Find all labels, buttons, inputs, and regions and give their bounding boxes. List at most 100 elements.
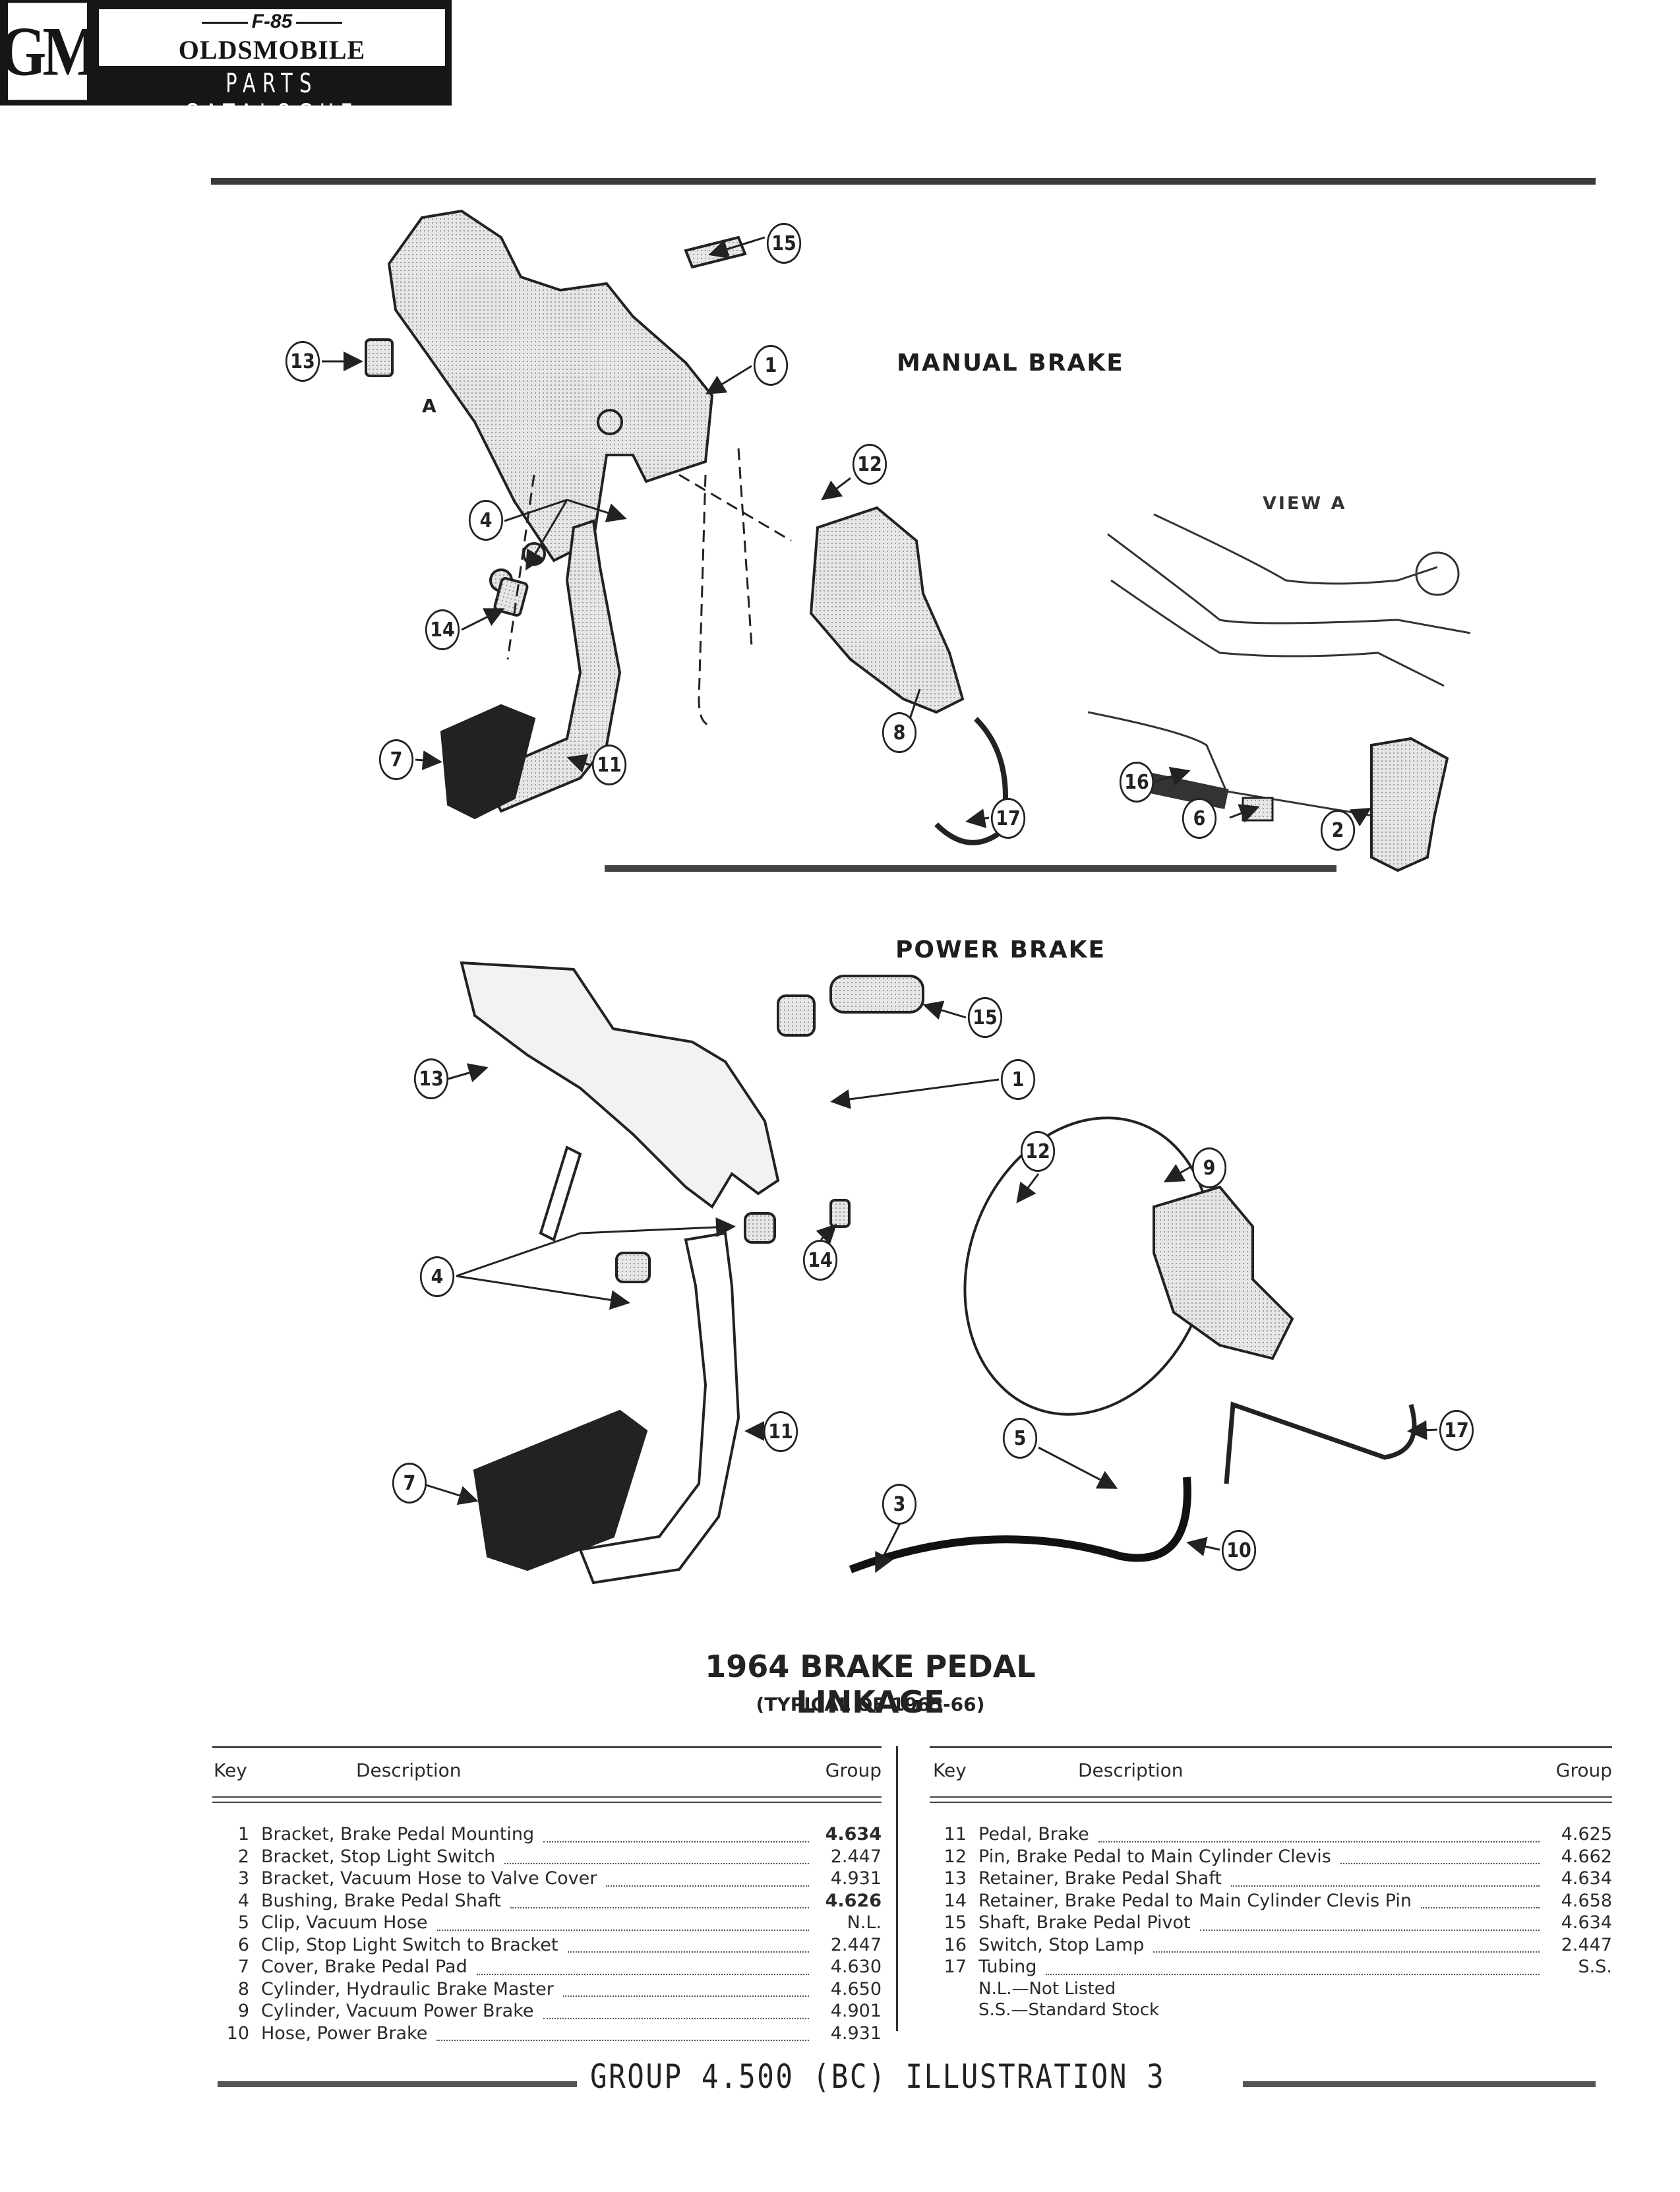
header-rule — [212, 1796, 882, 1798]
illustration-title: 1964 BRAKE PEDAL LINKAGE — [705, 1649, 1036, 1720]
table-row: 13 Retainer, Brake Pedal Shaft 4.634 — [930, 1868, 1612, 1891]
part-key: 5 — [237, 1912, 249, 1933]
part-group: 2.447 — [830, 1934, 882, 1955]
callout-power-10: 10 — [1221, 1530, 1257, 1571]
part-description: Bushing, Brake Pedal Shaft — [261, 1890, 501, 1911]
manual-brake-drawing — [365, 209, 1008, 845]
callout-view-a-6: 6 — [1182, 798, 1217, 839]
callout-manual-12: 12 — [852, 444, 887, 485]
col-description: Description — [1078, 1759, 1184, 1781]
header-rule — [930, 1796, 1612, 1798]
dot-leader — [436, 1924, 809, 1931]
brand-name: OLDSMOBILE — [178, 35, 366, 65]
part-group: 4.634 — [825, 1824, 882, 1844]
part-description: Clip, Vacuum Hose — [261, 1912, 428, 1933]
part-description: Bracket, Vacuum Hose to Valve Cover — [261, 1868, 597, 1889]
section-divider — [605, 865, 1336, 872]
part-key: 6 — [237, 1934, 249, 1955]
brand-panel: F-85 OLDSMOBILE — [99, 9, 445, 66]
part-key: 3 — [237, 1868, 249, 1889]
part-key: 2 — [237, 1846, 249, 1867]
dot-leader — [1046, 1968, 1540, 1975]
part-key: 14 — [944, 1890, 967, 1911]
part-group: 2.447 — [1561, 1934, 1612, 1955]
catalogue-header-logo: GM F-85 OLDSMOBILE PARTS CATALOGUE — [0, 0, 452, 129]
part-description: Retainer, Brake Pedal Shaft — [978, 1868, 1222, 1889]
part-key: 12 — [944, 1846, 967, 1867]
part-description: Pin, Brake Pedal to Main Cylinder Clevis — [978, 1846, 1331, 1867]
dot-leader — [1340, 1858, 1540, 1865]
gm-logo: GM — [0, 3, 100, 100]
view-a-label: VIEW A — [1263, 493, 1347, 514]
part-group: 2.447 — [830, 1846, 882, 1867]
footer-group-illustration: GROUP 4.500 (BC) ILLUSTRATION 3 — [590, 2057, 1166, 2096]
callout-power-17: 17 — [1439, 1410, 1474, 1451]
dot-leader — [567, 1946, 809, 1953]
part-group: 4.634 — [1561, 1868, 1612, 1889]
part-group: 4.901 — [830, 2001, 882, 2021]
part-key: 4 — [237, 1890, 249, 1911]
callout-power-9: 9 — [1191, 1147, 1227, 1188]
manual-brake-label: MANUAL BRAKE — [897, 350, 1124, 377]
callout-power-12: 12 — [1020, 1131, 1056, 1172]
column-divider — [896, 1746, 898, 2031]
part-group: 4.931 — [830, 2023, 882, 2044]
footer-rule-left — [218, 2081, 577, 2087]
table-row: 8 Cylinder, Hydraulic Brake Master 4.650 — [212, 1979, 882, 2001]
part-group: 4.630 — [830, 1957, 882, 1977]
header-rule — [212, 1802, 882, 1803]
view-a-drawing — [1087, 513, 1471, 872]
part-description: Bracket, Stop Light Switch — [261, 1846, 496, 1867]
part-key: 16 — [944, 1934, 967, 1955]
part-description: Shaft, Brake Pedal Pivot — [978, 1912, 1191, 1933]
manual-pedal-pad — [440, 704, 536, 820]
power-brake-label: POWER BRAKE — [895, 936, 1106, 963]
part-key: 1 — [237, 1824, 249, 1844]
callout-view-a-16: 16 — [1119, 762, 1155, 803]
dot-leader — [510, 1902, 809, 1909]
part-description: Pedal, Brake — [978, 1824, 1089, 1844]
footer-rule-right — [1243, 2081, 1596, 2087]
part-description: Cylinder, Hydraulic Brake Master — [261, 1978, 554, 1999]
part-key: 13 — [944, 1868, 967, 1889]
part-description: Cylinder, Vacuum Power Brake — [261, 2001, 534, 2021]
dot-leader — [1098, 1836, 1540, 1842]
header-rule — [211, 178, 1596, 185]
part-key: 8 — [237, 1978, 249, 1999]
part-description: Retainer, Brake Pedal to Main Cylinder C… — [978, 1890, 1412, 1911]
dot-leader — [543, 2013, 809, 2019]
callout-manual-1: 1 — [753, 345, 789, 386]
callout-view-a-2: 2 — [1320, 810, 1356, 851]
col-group: Group — [1555, 1759, 1612, 1781]
callout-power-14: 14 — [802, 1240, 838, 1281]
part-group: N.L. — [847, 1912, 882, 1933]
part-group: 4.650 — [830, 1978, 882, 1999]
model-name: F-85 — [99, 11, 445, 33]
col-key: Key — [933, 1759, 967, 1781]
power-master-cylinder — [1153, 1185, 1294, 1360]
dot-leader — [1199, 1924, 1540, 1931]
col-key: Key — [214, 1759, 247, 1781]
callout-manual-15: 15 — [766, 223, 802, 264]
dot-leader — [606, 1880, 809, 1887]
part-group: S.S. — [1578, 1957, 1612, 1977]
part-key: 11 — [944, 1824, 967, 1844]
page-footer: GROUP 4.500 (BC) ILLUSTRATION 3 — [211, 2057, 1615, 2104]
part-description: Tubing — [978, 1957, 1037, 1977]
power-brake-tubing — [1224, 1401, 1417, 1484]
table-note: S.S.—Standard Stock — [978, 1999, 1160, 2020]
callout-manual-17: 17 — [990, 798, 1026, 839]
